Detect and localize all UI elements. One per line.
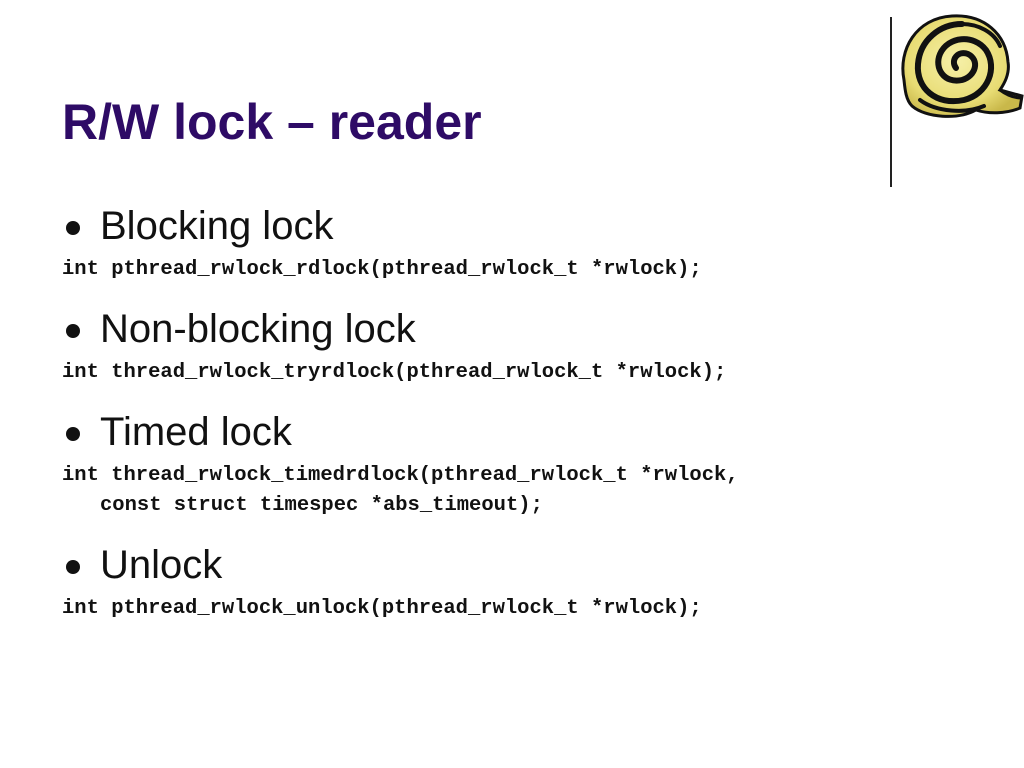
code-line: int pthread_rwlock_rdlock(pthread_rwlock… xyxy=(62,258,702,281)
bullet-label: Blocking lock xyxy=(100,204,334,248)
bullet-dot-icon xyxy=(66,324,80,338)
spiral-snail-shell-icon xyxy=(901,14,1024,118)
code-block: int thread_rwlock_timedrdlock(pthread_rw… xyxy=(62,461,1002,521)
bullet-label: Timed lock xyxy=(100,410,292,454)
code-line: int thread_rwlock_timedrdlock(pthread_rw… xyxy=(62,464,739,487)
bullet-unlock: Unlock int pthread_rwlock_unlock(pthread… xyxy=(62,539,1002,624)
bullet-dot-icon xyxy=(66,560,80,574)
slide-body: Blocking lock int pthread_rwlock_rdlock(… xyxy=(62,200,1002,642)
bullet-row: Non-blocking lock xyxy=(62,303,1002,355)
bullet-row: Timed lock xyxy=(62,406,1002,458)
bullet-row: Blocking lock xyxy=(62,200,1002,252)
code-line: int thread_rwlock_tryrdlock(pthread_rwlo… xyxy=(62,361,727,384)
bullet-timed-lock: Timed lock int thread_rwlock_timedrdlock… xyxy=(62,406,1002,521)
code-line-continuation: const struct timespec *abs_timeout); xyxy=(100,494,543,517)
title-divider xyxy=(890,17,892,187)
slide-title: R/W lock – reader xyxy=(62,94,482,150)
bullet-dot-icon xyxy=(66,221,80,235)
bullet-blocking-lock: Blocking lock int pthread_rwlock_rdlock(… xyxy=(62,200,1002,285)
bullet-non-blocking-lock: Non-blocking lock int thread_rwlock_tryr… xyxy=(62,303,1002,388)
code-line: int pthread_rwlock_unlock(pthread_rwlock… xyxy=(62,597,702,620)
bullet-row: Unlock xyxy=(62,539,1002,591)
bullet-label: Non-blocking lock xyxy=(100,307,416,351)
bullet-dot-icon xyxy=(66,427,80,441)
bullet-label: Unlock xyxy=(100,543,223,587)
